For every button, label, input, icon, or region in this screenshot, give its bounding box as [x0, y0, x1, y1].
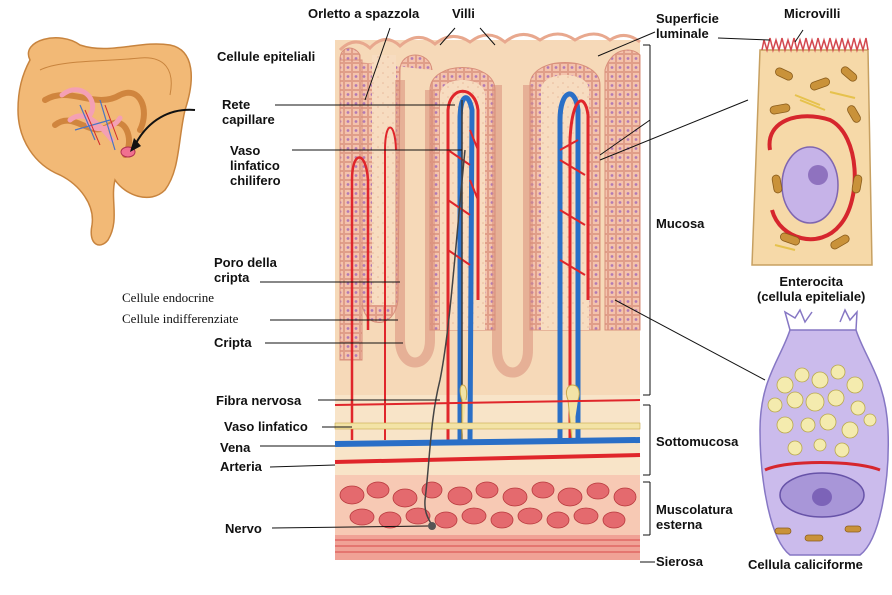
- label-vaso-linfatico: Vaso linfatico: [224, 419, 308, 434]
- artery-horizontal: [334, 453, 641, 464]
- label-sottomucosa: Sottomucosa: [656, 434, 739, 449]
- small-intestine-loops: [59, 87, 123, 132]
- label-cellule-endocrine: Cellule endocrine: [122, 290, 215, 305]
- submucosa-band: [335, 395, 640, 475]
- label-orletto: Orletto a spazzola: [308, 6, 420, 21]
- serosa-layer: [335, 535, 640, 560]
- label-cellula-caliciforme: Cellula caliciforme: [748, 557, 863, 572]
- label-nervo: Nervo: [225, 521, 262, 536]
- label-sierosa: Sierosa: [656, 554, 703, 569]
- villus-a-vein: [457, 95, 475, 441]
- label-arteria: Arteria: [220, 459, 262, 474]
- label-vaso-chilifero: Vaso linfatico chilifero: [230, 143, 281, 188]
- goblet-microvilli: [783, 308, 858, 331]
- microvilli-fringe: [761, 37, 869, 53]
- label-cellule-indifferenziate: Cellule indifferenziate: [122, 311, 239, 326]
- label-cripta: Cripta: [214, 335, 252, 350]
- muscle-cells: [339, 481, 637, 529]
- vein-horizontal: [334, 437, 641, 447]
- label-superficie: Superficie luminale: [656, 11, 719, 41]
- goblet-cell: [614, 299, 890, 556]
- label-enterocita: Enterocita (cellula epiteliale): [757, 274, 866, 304]
- enterocyte-nucleus: [781, 146, 839, 224]
- crypt-right: [492, 85, 533, 378]
- enterocyte-cell: [599, 37, 873, 266]
- leader-lines: [260, 27, 804, 529]
- label-cellule-epiteliali: Cellule epiteliali: [217, 49, 316, 64]
- mucus-granules: [767, 364, 877, 458]
- colon-illustration: [17, 37, 196, 246]
- label-poro-cripta: Poro della cripta: [214, 255, 277, 285]
- label-muscolatura: Muscolatura esterna: [656, 502, 733, 532]
- villus-b-vein: [557, 91, 581, 440]
- villus-a-artery: [446, 89, 480, 440]
- lymph-vessel-a: [459, 384, 468, 440]
- villus-b-artery: [568, 99, 590, 440]
- label-rete-capillare: Rete capillare: [222, 97, 275, 127]
- label-mucosa: Mucosa: [656, 216, 705, 231]
- label-fibra-nervosa: Fibra nervosa: [216, 393, 302, 408]
- lymph-vessel-b: [565, 384, 580, 441]
- label-microvilli: Microvilli: [784, 6, 841, 21]
- label-vena: Vena: [220, 440, 251, 455]
- intestinal-wall-section: [334, 32, 655, 563]
- nerve-ganglion: [428, 522, 436, 530]
- pointer-arrow: [134, 108, 196, 146]
- label-villi: Villi: [452, 6, 475, 21]
- colon-shape: [17, 37, 192, 246]
